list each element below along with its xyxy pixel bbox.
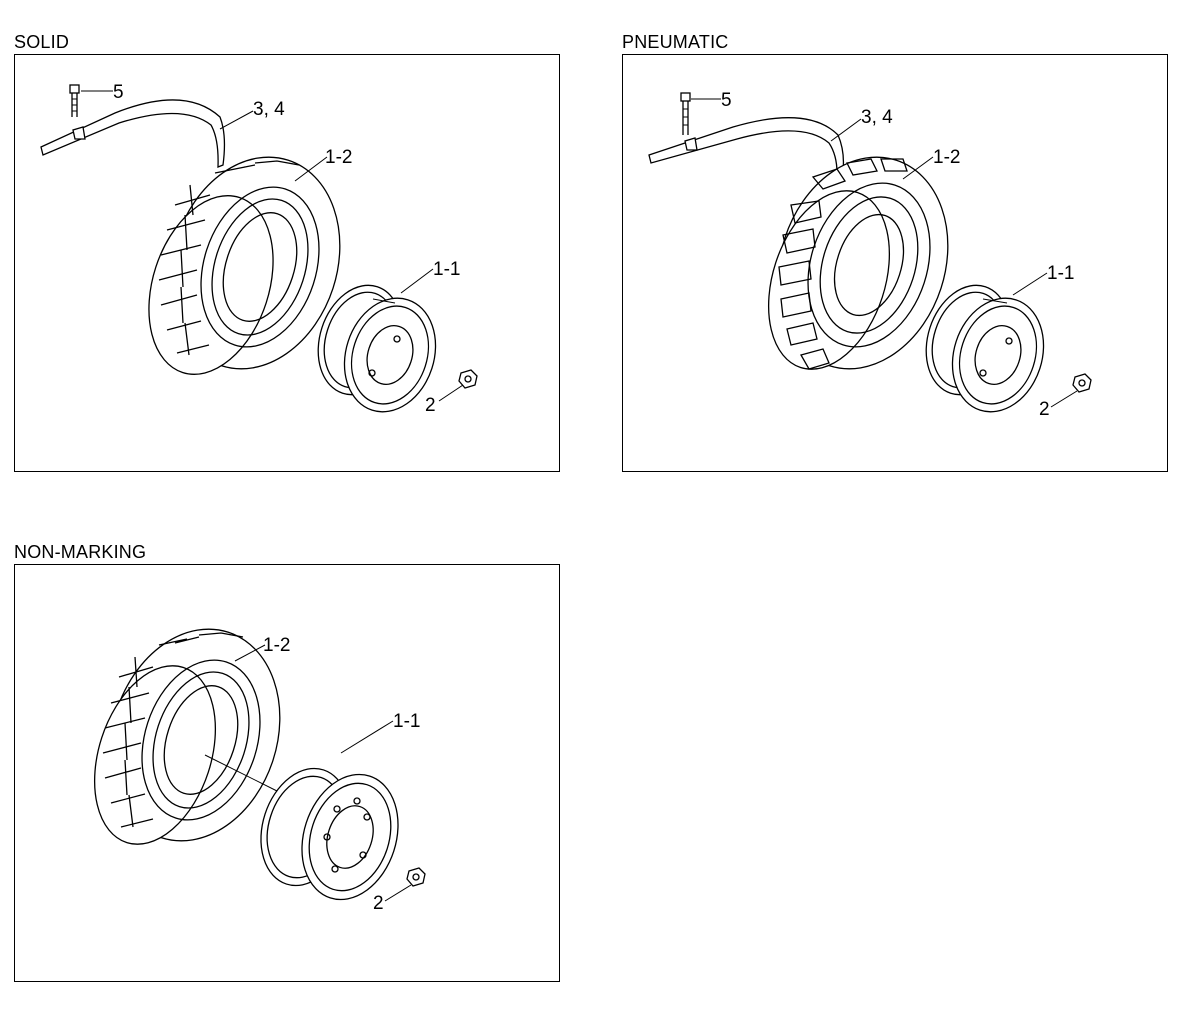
non-marking-wheel-drawing: 1-2 1-1 2 [93, 628, 426, 914]
solid-wheel-drawing: 5 3, 4 1-2 1-1 2 [40, 82, 478, 416]
callout-5: 5 [721, 90, 732, 111]
bolt-part [69, 84, 80, 117]
pneumatic-tire-part [767, 156, 949, 370]
callout-3-4: 3, 4 [861, 107, 893, 128]
callout-1-2: 1-2 [933, 147, 960, 168]
callout-2: 2 [373, 893, 384, 914]
callout-1-1: 1-1 [433, 259, 460, 280]
nut-part [458, 369, 478, 389]
panel-title-pneumatic: PNEUMATIC [622, 32, 729, 52]
panel-title-solid: SOLID [14, 32, 70, 52]
diagram-panel-non-marking: 1-2 1-1 2 [14, 564, 560, 982]
rim-part [204, 754, 399, 901]
pneumatic-wheel-drawing: 5 3, 4 1-2 1-1 2 [648, 90, 1092, 420]
fender-part [40, 99, 226, 168]
callout-1-1: 1-1 [393, 711, 420, 732]
rim-part [925, 284, 1045, 413]
callout-1-2: 1-2 [325, 147, 352, 168]
fender-part [648, 117, 845, 174]
callout-1-2: 1-2 [263, 635, 290, 656]
callout-1-1: 1-1 [1047, 263, 1074, 284]
solid-tire-part [148, 156, 341, 375]
rim-part [317, 284, 437, 413]
bolt-part [680, 92, 691, 135]
non-marking-tire-part [93, 628, 281, 845]
callout-5: 5 [113, 82, 124, 103]
diagram-panel-solid: 5 3, 4 1-2 1-1 2 [14, 54, 560, 472]
nut-part [1072, 373, 1092, 393]
nut-part [406, 867, 426, 887]
diagram-panel-pneumatic: 5 3, 4 1-2 1-1 2 [622, 54, 1168, 472]
callout-2: 2 [1039, 399, 1050, 420]
callout-3-4: 3, 4 [253, 99, 285, 120]
panel-title-non-marking: NON-MARKING [14, 542, 147, 562]
callout-2: 2 [425, 395, 436, 416]
